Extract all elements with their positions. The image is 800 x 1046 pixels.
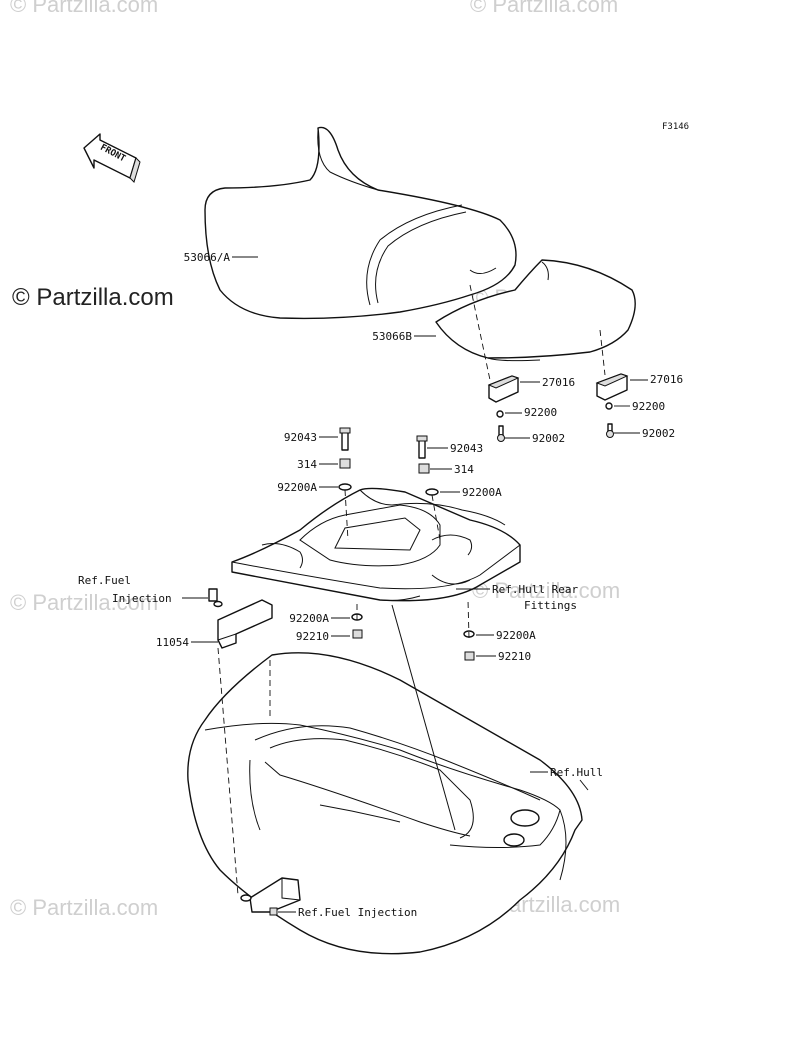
bracket-11054	[208, 588, 273, 649]
watermark-top-left: © Partzilla.com	[10, 0, 158, 17]
callout-92200A-upper-left: 92200A	[277, 481, 317, 494]
copyright-notice: © Partzilla.com	[12, 284, 174, 311]
callout-92043-right: 92043	[450, 442, 483, 455]
callout-92200A-lower-left: 92200A	[289, 612, 329, 625]
callout-53066B: 53066B	[372, 330, 412, 343]
callout-ref-fuel-injection-upper-2: Injection	[112, 592, 172, 605]
callout-ref-hull-rear-fittings-2: Fittings	[524, 599, 577, 612]
bolt-92043-right	[416, 435, 439, 496]
callout-92043-left: 92043	[284, 431, 317, 444]
assembly-lines	[217, 284, 606, 896]
callout-92210-lower-left: 92210	[296, 630, 329, 643]
callout-11054: 11054	[156, 636, 189, 649]
watermark-top-right: © Partzilla.com	[470, 0, 618, 17]
callout-27016-left: 27016	[542, 376, 575, 389]
fuel-injection-bracket-lower	[240, 877, 301, 916]
seat-lock-left	[487, 375, 520, 442]
callout-ref-hull-rear-fittings-1: Ref.Hull Rear	[492, 583, 578, 596]
callout-314-left: 314	[297, 458, 317, 471]
figure-code: F3146	[662, 122, 689, 132]
watermark-bottom-left: © Partzilla.com	[10, 895, 158, 920]
nut-92210-lower-right	[464, 651, 475, 661]
bolt-92043-left	[338, 427, 352, 491]
callout-92002-right: 92002	[642, 427, 675, 440]
callouts: 53066/A 53066B 27016 27016 92200 92200 9…	[78, 251, 683, 919]
seat-lock-right	[595, 373, 629, 438]
callout-92200A-upper-right: 92200A	[462, 486, 502, 499]
watermark-left-mid: © Partzilla.com	[10, 590, 158, 615]
callout-92200-left: 92200	[524, 406, 557, 419]
callout-ref-fuel-injection-upper-1: Ref.Fuel	[78, 574, 131, 587]
callout-92210-lower-right: 92210	[498, 650, 531, 663]
main-seat	[204, 126, 517, 320]
pillion-seat	[435, 259, 636, 362]
callout-53066A: 53066/A	[184, 251, 231, 264]
callout-92002-left: 92002	[532, 432, 565, 445]
watermark-right-mid: © Partzilla.com	[472, 578, 620, 603]
callout-314-right: 314	[454, 463, 474, 476]
callout-27016-right: 27016	[650, 373, 683, 386]
hull-rear-fitting	[231, 487, 521, 602]
callout-ref-hull: Ref.Hull	[550, 766, 603, 779]
nut-92210-lower-left	[352, 629, 363, 639]
front-arrow-icon: FRONT	[83, 133, 141, 183]
callout-92200A-lower-right: 92200A	[496, 629, 536, 642]
callout-92200-right: 92200	[632, 400, 665, 413]
callout-ref-fuel-injection-lower: Ref.Fuel Injection	[298, 906, 417, 919]
leader-lines	[182, 256, 648, 913]
